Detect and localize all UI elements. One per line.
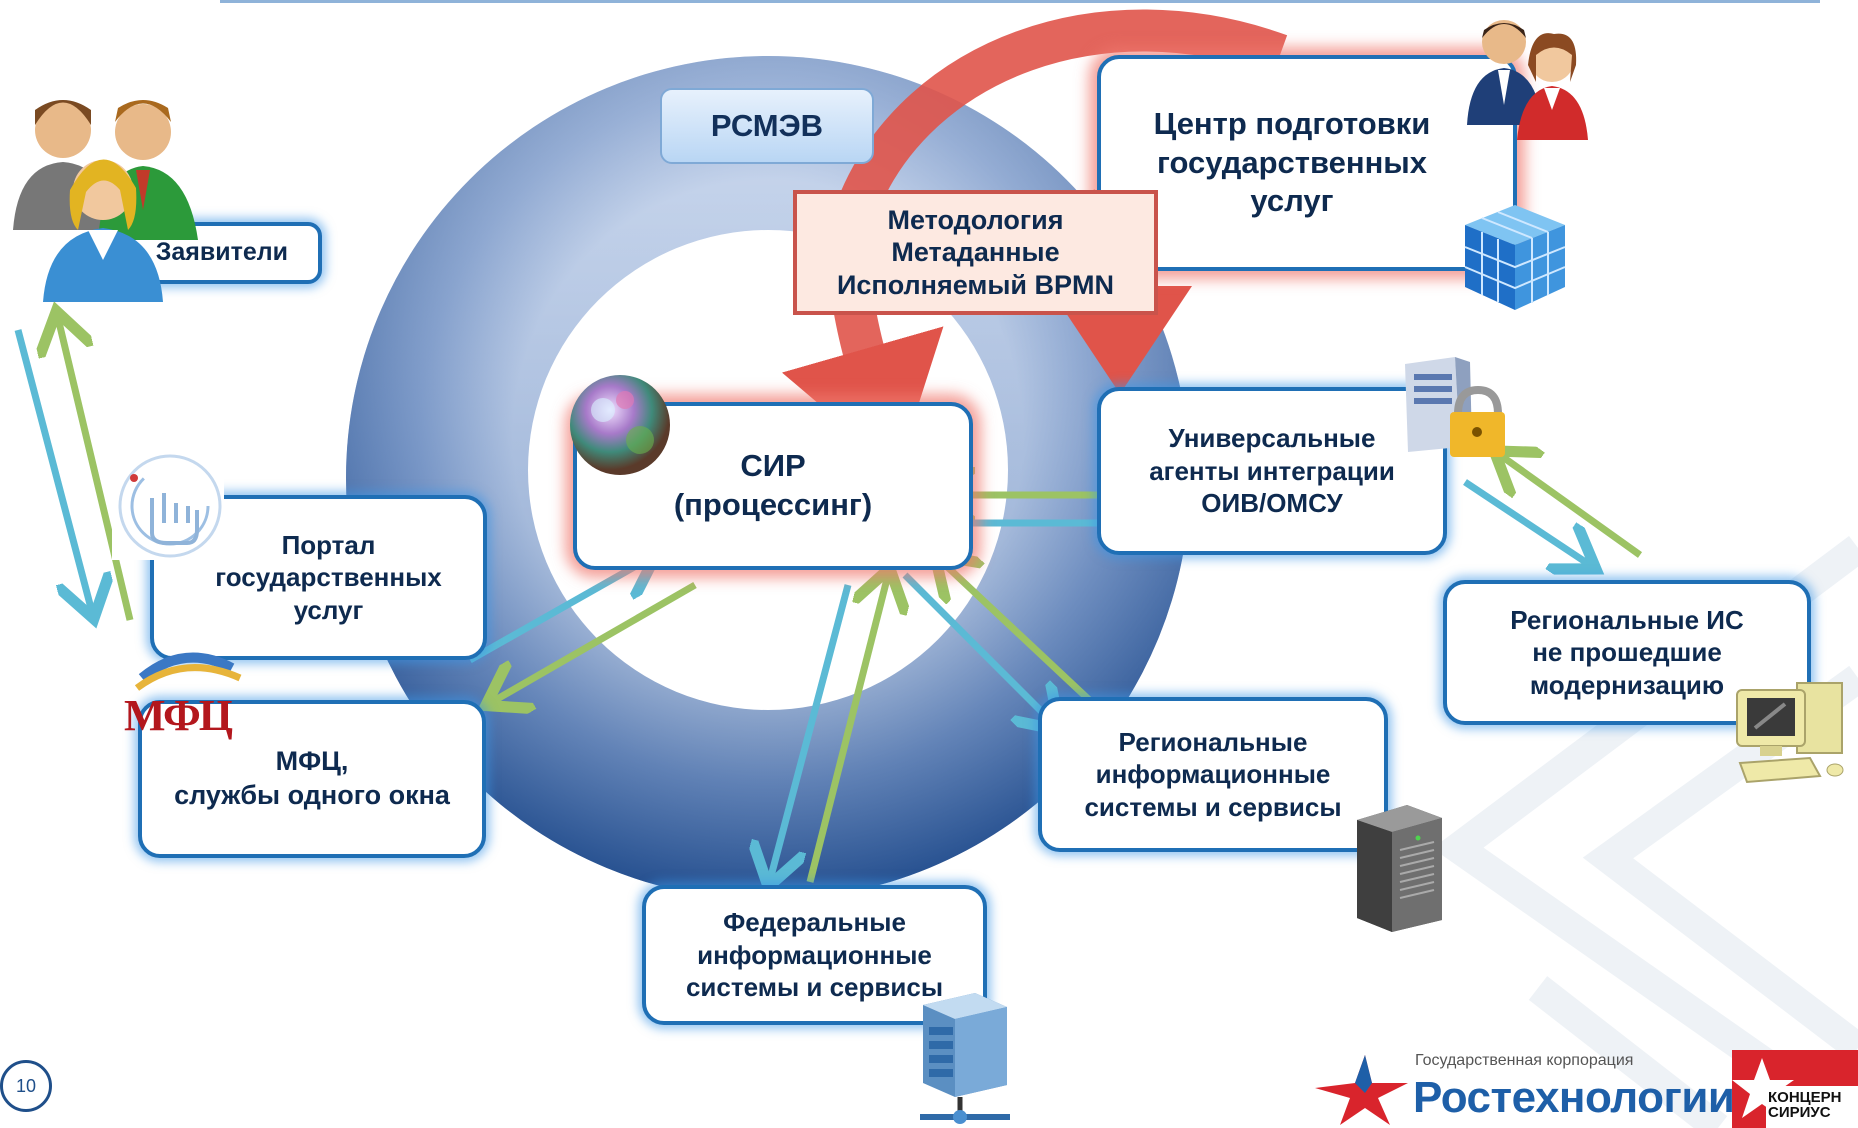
rostec-star-icon bbox=[1315, 1055, 1408, 1125]
arrow-applicants-portal bbox=[14, 318, 134, 620]
globe-icon bbox=[570, 375, 670, 475]
federal-systems-node[interactable]: Федеральные информационные системы и сер… bbox=[642, 885, 987, 1025]
arrow-sir-federal bbox=[770, 575, 888, 882]
mfc-logo: МФЦ bbox=[122, 648, 246, 748]
regional-systems-label: Региональные информационные системы и се… bbox=[1084, 726, 1342, 822]
center-node[interactable]: Центр подготовки государственных услуг bbox=[1097, 55, 1517, 271]
arrow-portal-sir bbox=[468, 558, 650, 664]
mfc-node[interactable]: МФЦ, службы одного окна bbox=[138, 700, 486, 858]
agents-node[interactable]: Универсальные агенты интеграции ОИВ/ОМСУ bbox=[1097, 387, 1447, 555]
cube-icon bbox=[1464, 205, 1566, 310]
portal-node[interactable]: Портал государственных услуг bbox=[150, 495, 487, 660]
methodology-box: Методология Метаданные Исполняемый BPMN bbox=[793, 190, 1158, 315]
regional-old-label: Региональные ИС не прошедшие модернизаци… bbox=[1510, 604, 1744, 700]
arrow-sir-regional bbox=[902, 560, 1103, 725]
rostec-logo: Государственная корпорация Ростехнологии bbox=[1310, 1045, 1735, 1128]
page-number: 10 bbox=[0, 1060, 52, 1112]
applicants-label: Заявители bbox=[155, 238, 288, 267]
server-tower-icon bbox=[1357, 805, 1442, 932]
sirius-logo: КОНЦЕРН СИРИУС bbox=[1732, 1050, 1858, 1128]
server-lock-icon bbox=[1405, 357, 1505, 457]
computer-icon bbox=[1736, 682, 1844, 784]
methodology-label: Методология Метаданные Исполняемый BPMN bbox=[836, 204, 1115, 300]
sir-label: СИР (процессинг) bbox=[673, 448, 873, 522]
center-label: Центр подготовки государственных услуг bbox=[1153, 105, 1431, 219]
users-icon bbox=[1467, 20, 1588, 140]
top-divider bbox=[220, 0, 1820, 3]
applicants-node[interactable]: Заявители bbox=[128, 222, 322, 284]
regional-systems-node[interactable]: Региональные информационные системы и се… bbox=[1038, 697, 1388, 852]
agents-label: Универсальные агенты интеграции ОИВ/ОМСУ bbox=[1149, 423, 1395, 519]
portal-label: Портал государственных услуг bbox=[215, 529, 442, 625]
arrow-agents-regional-old bbox=[1463, 455, 1643, 565]
people-icon bbox=[13, 100, 198, 302]
federal-systems-label: Федеральные информационные системы и сер… bbox=[685, 907, 944, 1003]
rsmev-label: РСМЭВ bbox=[660, 88, 874, 164]
network-server-icon bbox=[920, 993, 1010, 1124]
arrow-sir-mfc bbox=[492, 581, 697, 702]
mfc-label: МФЦ, службы одного окна bbox=[174, 746, 450, 810]
touch-icon bbox=[112, 448, 224, 560]
